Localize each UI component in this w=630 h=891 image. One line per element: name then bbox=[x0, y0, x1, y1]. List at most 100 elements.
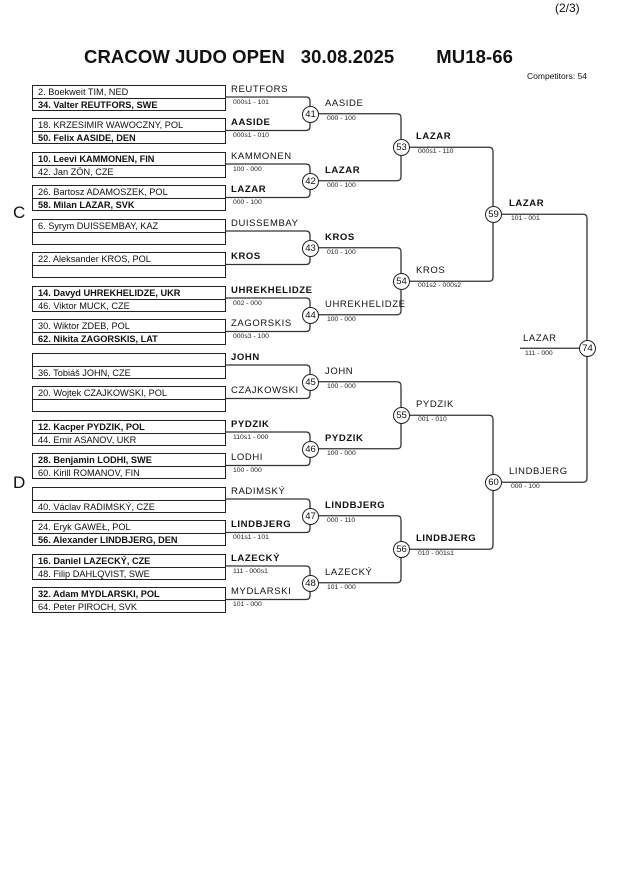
box-winner-label: RADIMSKÝ bbox=[231, 485, 286, 497]
match-winner: JOHN bbox=[325, 365, 354, 377]
match-winner: LAZAR bbox=[416, 131, 452, 143]
match-number: 48 bbox=[302, 574, 319, 592]
match-score: 000s1 - 110 bbox=[418, 148, 454, 156]
box-winner-label: DUISSEMBAY bbox=[231, 217, 299, 229]
match-winner: LAZAR bbox=[509, 198, 545, 210]
competitor-entry: 22. Aleksander KROS, POL bbox=[38, 254, 151, 264]
competitor-entry: 14. Davyd UHREKHELIDZE, UKR bbox=[38, 287, 181, 298]
box-winner-label: KAMMONEN bbox=[231, 150, 292, 162]
box-winner-label: PYDZIK bbox=[231, 418, 270, 430]
competitor-entry bbox=[33, 231, 225, 244]
competitor-entry: 26. Bartosz ADAMOSZEK, POL bbox=[38, 187, 168, 197]
competitor-pair: 36. Tobiáš JOHN, CZE bbox=[32, 352, 226, 379]
box-winner-label: LINDBJERG bbox=[231, 519, 292, 530]
competitor-entry bbox=[33, 488, 225, 500]
match-winner: PYDZIK bbox=[416, 399, 454, 411]
competitor-entry: 62. Nikita ZAGORSKIS, LAT bbox=[33, 332, 225, 344]
match-score: 100 - 000 bbox=[327, 315, 356, 323]
competitor-entry: 40. Václav RADIMSKÝ, CZE bbox=[33, 499, 225, 512]
match-winner: PYDZIK bbox=[325, 432, 364, 444]
pool-label-d: D bbox=[13, 473, 26, 492]
match-winner: KROS bbox=[416, 265, 446, 277]
match-score: 000 - 100 bbox=[327, 181, 356, 189]
match-score: 101 - 000 bbox=[327, 583, 356, 591]
competitor-entry: 44. Emir ASANOV, UKR bbox=[33, 432, 225, 445]
competitor-entry: 24. Eryk GAWEŁ, POL bbox=[38, 522, 131, 532]
match-number: 47 bbox=[302, 507, 319, 525]
box-winner-label: LAZAR bbox=[231, 184, 267, 195]
competitor-entry bbox=[33, 354, 225, 366]
competitor-entry: 46. Viktor MUCK, CZE bbox=[33, 298, 225, 311]
match-number: 44 bbox=[302, 306, 319, 324]
match-score: 100 - 000 bbox=[327, 382, 356, 390]
competitor-entry: 12. Kacper PYDZIK, POL bbox=[38, 421, 145, 432]
event-name: CRACOW JUDO OPEN bbox=[84, 46, 285, 67]
box-score: 000s1 - 010 bbox=[233, 132, 269, 139]
competitor-entry bbox=[33, 265, 225, 277]
box-winner-label: KROS bbox=[231, 251, 261, 262]
event-date: 30.08.2025 bbox=[300, 46, 395, 67]
box-winner-label: AASIDE bbox=[231, 117, 271, 128]
competitor-entry: 56. Alexander LINDBJERG, DEN bbox=[33, 533, 225, 545]
box-score: 100 - 000 bbox=[233, 165, 262, 173]
bracket-connector bbox=[409, 414, 494, 550]
box-score: 110s1 - 000 bbox=[233, 433, 269, 441]
competitor-entry: 42. Jan ZÖN, CZE bbox=[33, 164, 225, 177]
final-winner: LAZAR bbox=[523, 333, 557, 345]
match-number: 42 bbox=[302, 172, 319, 190]
match-winner: LINDBJERG bbox=[509, 466, 568, 478]
box-winner-label: REUTFORS bbox=[231, 83, 289, 95]
final-score: 111 - 000 bbox=[525, 350, 553, 358]
match-number: 43 bbox=[302, 239, 319, 257]
box-score: 000s1 - 101 bbox=[233, 98, 269, 106]
competitor-entry: 34. Valter REUTFORS, SWE bbox=[33, 97, 225, 110]
match-winner: LINDBJERG bbox=[416, 533, 477, 545]
box-score: 002 - 000 bbox=[233, 299, 262, 307]
match-score: 001 - 010 bbox=[418, 416, 447, 424]
match-number: 45 bbox=[302, 373, 319, 391]
competitor-entry: 64. Peter PIROCH, SVK bbox=[33, 600, 225, 612]
pool-label-c: C bbox=[13, 203, 26, 222]
box-winner-label: UHREKHELIDZE bbox=[231, 284, 313, 296]
match-score: 010 - 001s1 bbox=[418, 550, 454, 558]
page-title: CRACOW JUDO OPEN 30.08.2025 MU18-66 bbox=[84, 46, 513, 68]
competitors-count: Competitors: 54 bbox=[527, 71, 587, 81]
match-score: 000 - 100 bbox=[327, 114, 356, 122]
match-number: 74 bbox=[579, 340, 596, 358]
competitor-pair: 6. Syrym DUISSEMBAY, KAZ bbox=[32, 218, 226, 245]
match-number: 53 bbox=[393, 139, 410, 157]
competitor-entry: 20. Wojtek CZAJKOWSKI, POL bbox=[38, 388, 168, 398]
box-winner-label: ZAGORSKIS bbox=[231, 318, 292, 329]
match-score: 001s2 - 000s2 bbox=[418, 282, 462, 290]
match-score: 101 - 001 bbox=[511, 215, 540, 223]
box-score: 001s1 - 101 bbox=[233, 534, 269, 541]
match-number: 55 bbox=[393, 407, 410, 425]
match-winner: LAZAR bbox=[325, 164, 361, 176]
box-score: 000 - 100 bbox=[233, 199, 262, 206]
page-number: (2/3) bbox=[555, 1, 580, 15]
box-winner-label: JOHN bbox=[231, 351, 260, 363]
box-winner-label: CZAJKOWSKI bbox=[231, 385, 299, 396]
match-winner: LINDBJERG bbox=[325, 499, 386, 511]
match-score: 000 - 110 bbox=[327, 516, 356, 524]
bracket-connector bbox=[409, 146, 494, 282]
competitor-entry: 16. Daniel LAZECKÝ, CZE bbox=[38, 555, 151, 566]
competitor-entry: 30. Wiktor ZDEB, POL bbox=[38, 321, 130, 331]
competitor-entry: 18. KRZESIMIR WAWOCZNY, POL bbox=[38, 120, 184, 130]
competitor-entry: 10. Leevi KAMMONEN, FIN bbox=[38, 153, 155, 164]
competitor-entry: 32. Adam MYDLARSKI, POL bbox=[38, 589, 160, 599]
box-winner-label: LAZECKÝ bbox=[231, 552, 281, 564]
match-number: 60 bbox=[485, 474, 502, 492]
match-winner: AASIDE bbox=[325, 97, 364, 109]
match-number: 59 bbox=[485, 206, 502, 224]
box-score: 100 - 000 bbox=[233, 467, 262, 474]
box-score: 000s3 - 100 bbox=[233, 333, 269, 340]
